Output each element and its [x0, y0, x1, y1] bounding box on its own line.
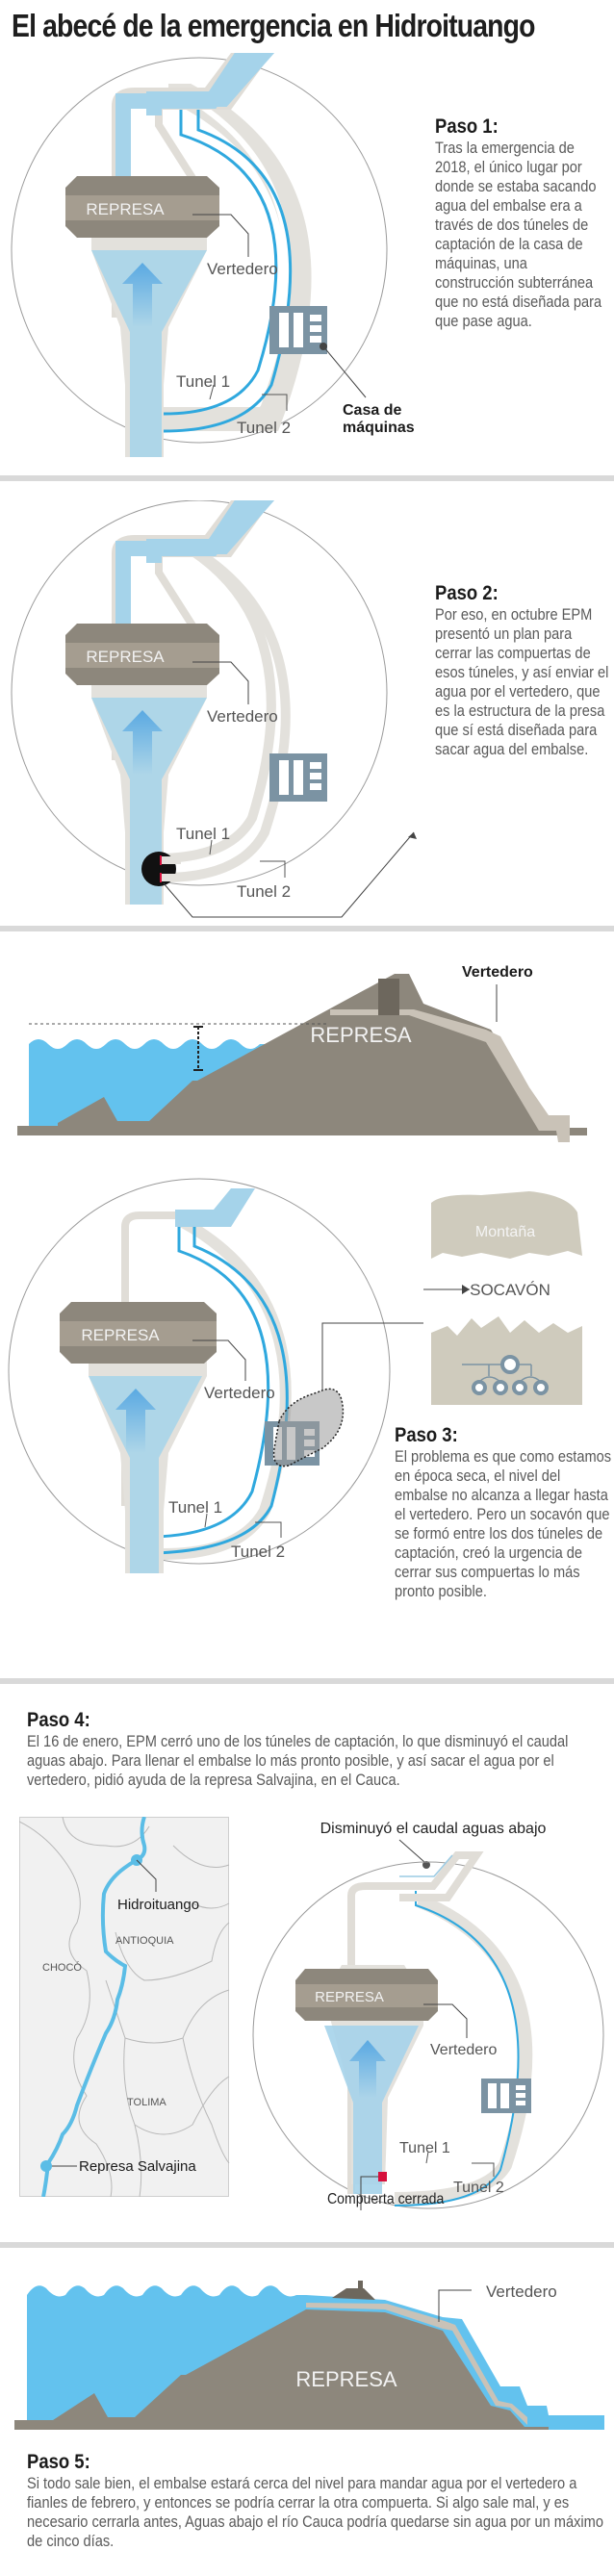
- dam-profile-full-water: Vertedero REPRESA: [14, 2281, 604, 2430]
- zoom-circle: [11, 57, 388, 444]
- tolima-label: TOLIMA: [127, 2097, 166, 2108]
- socavon-label: SOCAVÓN: [470, 1281, 550, 1299]
- compuerta-cerrada-label: Compuerta cerrada: [327, 2191, 445, 2207]
- step1-text-block: Paso 1: Tras la emergencia de 2018, el ú…: [435, 115, 614, 331]
- powerhouse-icon: [269, 306, 327, 354]
- svg-text:Tunel 2: Tunel 2: [231, 1543, 285, 1561]
- casa-maquinas-label: Casa de: [343, 402, 401, 419]
- svg-text:Tunel 2: Tunel 2: [453, 2180, 504, 2196]
- section-divider: [0, 2242, 614, 2248]
- hidroituango-label: Hidroituango: [117, 1897, 199, 1913]
- montana-shape: [431, 1191, 582, 1259]
- powerhouse-icon: [481, 2079, 531, 2113]
- socavon-area: [272, 1388, 345, 1467]
- vertedero-label: Vertedero: [462, 964, 533, 981]
- step4-diagram: Disminuyó el caudal aguas abajo REPRESA …: [252, 1821, 604, 2210]
- step3-body: El problema es que como estamos en época…: [395, 1447, 612, 1600]
- arrow-up-icon: [349, 2040, 386, 2098]
- svg-text:Tunel 1: Tunel 1: [399, 2140, 450, 2156]
- tunel-1-closed: [163, 539, 276, 863]
- arrow-up-icon: [115, 1389, 156, 1453]
- disminuyo-label: Disminuyó el caudal aguas abajo: [320, 1821, 547, 1837]
- dam-profile-low-water: Vertedero REPRESA: [17, 964, 587, 1142]
- choco-label: CHOCÓ: [42, 1961, 82, 1974]
- tunnel-casing: [394, 1894, 533, 2206]
- step3-diagram: REPRESA Vertedero Tunel 1 Tunel 2: [8, 1178, 423, 1573]
- tunel-1-line: [153, 1222, 270, 1539]
- intake-water: [115, 53, 275, 313]
- step3-text-block: Paso 3: El problema es que como estamos …: [395, 1424, 614, 1601]
- step4-text-block: Paso 4: El 16 de enero, EPM cerró uno de…: [27, 1709, 604, 1790]
- colombia-map: Hidroituango ANTIOQUIA CHOCÓ TOLIMA Repr…: [19, 1817, 230, 2197]
- step3-heading: Paso 3:: [395, 1424, 458, 1446]
- step4-heading: Paso 4:: [27, 1709, 90, 1731]
- step1-diagram: REPRESA Vertedero Tunel 1 Tunel 2 Casa d…: [11, 53, 415, 457]
- page-title: El abecé de la emergencia en Hidroituang…: [12, 8, 535, 43]
- svg-text:REPRESA: REPRESA: [81, 1326, 160, 1344]
- step5-heading: Paso 5:: [27, 2451, 90, 2473]
- antioquia-label: ANTIOQUIA: [115, 1935, 174, 1947]
- represa-label: REPRESA: [295, 2367, 397, 2391]
- intake-water: [175, 1188, 255, 1227]
- step2-heading: Paso 2:: [435, 582, 499, 604]
- department-borders: [19, 1817, 230, 2197]
- vertedero-label: Vertedero: [207, 260, 278, 278]
- section-divider: [0, 475, 614, 481]
- montana-label: Montaña: [475, 1224, 535, 1240]
- tunel-2-label: Tunel 2: [237, 419, 291, 437]
- tunel-1-label: Tunel 1: [176, 372, 230, 391]
- reservoir-water: [91, 250, 207, 457]
- section-divider: [0, 926, 614, 931]
- svg-text:máquinas: máquinas: [343, 420, 415, 436]
- dam-body: [17, 974, 587, 1135]
- dam-body: [14, 2309, 549, 2430]
- step2-diagram: REPRESA Vertedero Tunel 1 Tunel 2: [11, 500, 417, 918]
- svg-text:Tunel 1: Tunel 1: [176, 825, 230, 843]
- vertedero-label: Vertedero: [486, 2283, 557, 2301]
- gate-closeup-icon: [141, 852, 181, 886]
- tunel-1-line: [163, 96, 278, 416]
- salvajina-label: Represa Salvajina: [79, 2158, 196, 2175]
- section-divider: [0, 1678, 614, 1684]
- closed-gate-marker: [378, 2172, 387, 2181]
- salvajina-marker: [40, 2160, 52, 2172]
- step2-body: Por eso, en octubre EPM presentó un plan…: [435, 605, 609, 758]
- svg-text:Tunel 1: Tunel 1: [168, 1498, 222, 1517]
- powerhouse-icon: [269, 753, 327, 802]
- step2-text-block: Paso 2: Por eso, en octubre EPM presentó…: [435, 582, 614, 759]
- spillway-surface: [330, 1009, 570, 1142]
- represa-label: REPRESA: [310, 1023, 411, 1047]
- step5-text-block: Paso 5: Si todo sale bien, el embalse es…: [27, 2451, 604, 2551]
- represa-label: REPRESA: [86, 200, 165, 218]
- svg-text:Vertedero: Vertedero: [430, 2042, 497, 2058]
- represa-label: REPRESA: [86, 648, 165, 666]
- step5-body: Si todo sale bien, el embalse estará cer…: [27, 2474, 603, 2550]
- svg-text:Vertedero: Vertedero: [207, 707, 278, 726]
- arrow-up-icon: [122, 263, 163, 327]
- svg-text:REPRESA: REPRESA: [315, 1989, 384, 2005]
- step4-body: El 16 de enero, EPM cerró uno de los tún…: [27, 1732, 569, 1789]
- arrow-up-icon: [122, 710, 163, 775]
- svg-text:Tunel 2: Tunel 2: [237, 882, 291, 901]
- step1-heading: Paso 1:: [435, 115, 499, 138]
- svg-text:Vertedero: Vertedero: [204, 1384, 275, 1402]
- step1-body: Tras la emergencia de 2018, el único lug…: [435, 139, 602, 330]
- socavon-illustration: Montaña SOCAVÓN: [423, 1191, 582, 1405]
